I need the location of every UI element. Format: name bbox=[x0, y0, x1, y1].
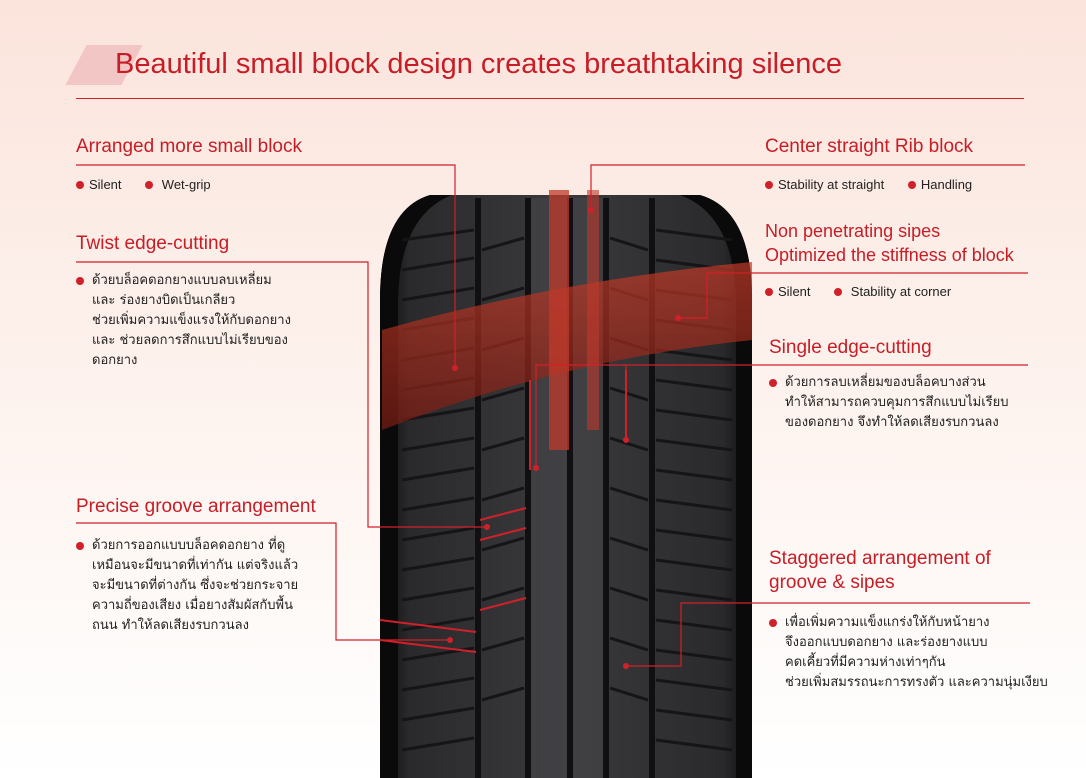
center-tags: Stability at straight Handling bbox=[765, 177, 992, 192]
twist-description: ด้วยบล็อคดอกยางแบบลบเหลี่ยม และ ร่องยางบ… bbox=[76, 271, 291, 371]
bullet-icon bbox=[765, 180, 773, 189]
bullet-icon bbox=[145, 180, 154, 189]
sipes-tags: Silent Stability at corner bbox=[765, 284, 971, 299]
single-description: ด้วยการลบเหลี่ยมของบล็อคบางส่วน ทำให้สาม… bbox=[769, 373, 1009, 433]
bullet-icon bbox=[834, 287, 843, 296]
bullet-icon bbox=[765, 287, 773, 296]
tag-item: Stability at corner bbox=[834, 284, 951, 299]
sipes-heading-line2: Optimized the stiffness of block bbox=[765, 245, 1014, 265]
staggered-heading-line2: groove & sipes bbox=[769, 572, 895, 593]
precise-heading: Precise groove arrangement bbox=[76, 496, 316, 517]
staggered-heading-line1: Staggered arrangement of bbox=[769, 548, 991, 569]
tag-item: Silent bbox=[765, 284, 811, 299]
arranged-heading: Arranged more small block bbox=[76, 136, 302, 157]
arranged-tags: Silent Wet-grip bbox=[76, 177, 231, 192]
tag-item: Handling bbox=[907, 177, 972, 192]
single-heading: Single edge-cutting bbox=[769, 337, 932, 358]
sipes-heading-line1: Non penetrating sipes bbox=[765, 221, 941, 241]
staggered-description: เพื่อเพิ่มความแข็งแกร่งให้กับหน้ายาง จึง… bbox=[769, 613, 1048, 693]
bullet-icon bbox=[907, 180, 916, 189]
bullet-icon bbox=[76, 277, 84, 285]
page-title: Beautiful small block design creates bre… bbox=[115, 48, 843, 80]
twist-heading: Twist edge-cutting bbox=[76, 233, 230, 254]
bullet-icon bbox=[76, 180, 84, 189]
bullet-icon bbox=[769, 619, 777, 627]
tag-item: Stability at straight bbox=[765, 177, 884, 192]
title-divider bbox=[76, 98, 1024, 99]
bullet-icon bbox=[76, 542, 84, 550]
tag-item: Silent bbox=[76, 177, 122, 192]
center-heading: Center straight Rib block bbox=[765, 136, 974, 157]
bullet-icon bbox=[769, 379, 777, 387]
tag-item: Wet-grip bbox=[145, 177, 211, 192]
precise-description: ด้วยการออกแบบบล็อคดอกยาง ที่ดู เหมือนจะม… bbox=[76, 536, 298, 636]
